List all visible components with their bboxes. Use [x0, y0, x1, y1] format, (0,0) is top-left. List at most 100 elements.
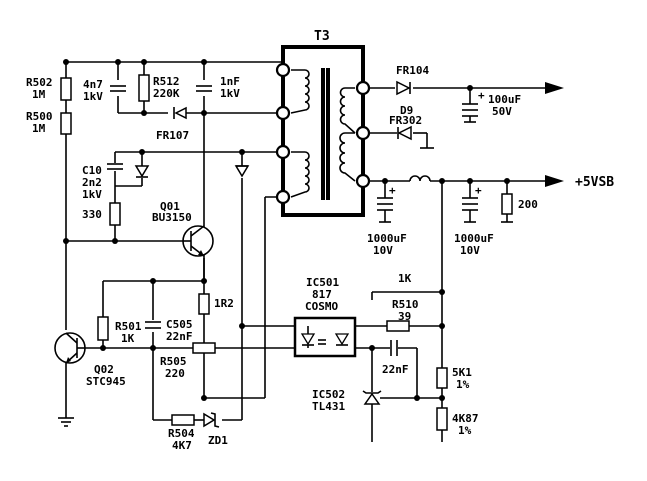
label-5k1-val: 5K1: [452, 366, 472, 379]
diode-fr302: [397, 125, 412, 141]
label-q02-ref: Q02: [94, 363, 114, 376]
label-r505-ref: R505: [160, 355, 187, 368]
label-1nf-val: 1nF: [220, 75, 240, 88]
label-r504-val: 4K7: [172, 439, 192, 452]
label-r502-val: 1M: [32, 88, 46, 101]
label-r500-val: 1M: [32, 122, 46, 135]
label-ic501-part: 817: [312, 288, 332, 301]
label-q02-part: STC945: [86, 375, 126, 388]
t3-pin-6: [355, 125, 371, 141]
capacitor-4n7: [110, 85, 126, 92]
label-r510-val: 39: [398, 310, 411, 323]
label-ic502-ref: IC502: [312, 388, 345, 401]
label-100uf-val: 100uF: [488, 93, 521, 106]
resistor-1r2: [198, 293, 210, 315]
label-1nf-v: 1kV: [220, 87, 240, 100]
capacitor-100uf: +: [462, 89, 485, 123]
label-1k: 1K: [398, 272, 412, 285]
label-4k87-val: 4K87: [452, 412, 479, 425]
label-5k1-tol: 1%: [456, 378, 470, 391]
label-ic501-mfr: COSMO: [305, 300, 338, 313]
label-c10-ref: C10: [82, 164, 102, 177]
label-c10-v: 1kV: [82, 188, 102, 201]
label-r510-ref: R510: [392, 298, 419, 311]
resistor-r502: [60, 77, 72, 101]
resistor-330: [109, 202, 121, 226]
diode-fr107: [173, 106, 187, 120]
label-4n7-val: 4n7: [83, 78, 103, 91]
label-fr302: FR302: [389, 114, 422, 127]
label-zd1: ZD1: [208, 434, 228, 447]
label-22nf: 22nF: [382, 363, 409, 376]
inductor: [409, 175, 431, 182]
t3-pin-2: [275, 105, 291, 121]
label-1r2: 1R2: [214, 297, 234, 310]
transistor-q02: [54, 332, 86, 364]
label-4k87-tol: 1%: [458, 424, 472, 437]
resistor-r500: [60, 112, 72, 135]
label-r505-val: 220: [165, 367, 185, 380]
capacitor-c10: [107, 163, 123, 170]
capacitor-1000uf-b: +: [462, 184, 482, 223]
t3-label: T3: [314, 29, 330, 44]
resistor-r510: [386, 320, 410, 332]
diode-c10: [134, 165, 150, 178]
zener-zd1: [203, 412, 220, 428]
label-1000uf-a-v: 10V: [373, 244, 393, 257]
resistor-4k87: [436, 407, 448, 431]
label-4n7-v: 1kV: [83, 90, 103, 103]
capacitor-1000uf-a: +: [377, 184, 396, 223]
label-r504-ref: R504: [168, 427, 195, 440]
t3-pin-3: [275, 144, 291, 160]
label-r512-ref: R512: [153, 75, 180, 88]
resistor-5k1: [436, 367, 448, 389]
tl431-symbol: [362, 390, 382, 405]
t3-pin-7: [355, 173, 371, 189]
label-5vsb: +5VSB: [575, 175, 614, 190]
label-r501-ref: R501: [115, 320, 142, 333]
t3-pin-4: [275, 189, 291, 205]
label-ic501-ref: IC501: [306, 276, 339, 289]
label-1000uf-b-val: 1000uF: [454, 232, 494, 245]
label-100uf-v: 50V: [492, 105, 512, 118]
component-labels: R502 1M R500 1M 4n7 1kV R512 220K 1nF 1k…: [26, 64, 614, 452]
label-r512-val: 220K: [153, 87, 180, 100]
label-r501-val: 1K: [121, 332, 135, 345]
label-fr107: FR107: [156, 129, 189, 142]
label-q01-ref: Q01: [160, 200, 180, 213]
t3-pin-1: [275, 62, 291, 78]
label-330: 330: [82, 208, 102, 221]
label-1000uf-b-v: 10V: [460, 244, 480, 257]
t3-pin-5: [355, 80, 371, 96]
diode-fr104: [396, 80, 411, 96]
arrow-5vsb-output: [545, 175, 564, 187]
label-ic502-part: TL431: [312, 400, 345, 413]
label-1000uf-a-val: 1000uF: [367, 232, 407, 245]
optocoupler-ic501: [293, 316, 357, 358]
label-c10-val: 2n2: [82, 176, 102, 189]
label-r502-ref: R502: [26, 76, 53, 89]
diode-242: [234, 165, 250, 178]
resistor-r504: [171, 414, 195, 426]
arrow-100uf-output: [545, 82, 564, 94]
label-q01-part: BU3150: [152, 211, 192, 224]
resistor-r512: [138, 74, 150, 102]
label-200: 200: [518, 198, 538, 211]
resistor-200: [501, 193, 513, 215]
resistor-r505: [192, 342, 216, 354]
transistor-q01: [182, 225, 214, 257]
resistor-r501: [97, 316, 109, 341]
plus-sign: +: [478, 89, 485, 102]
label-c505-ref: C505: [166, 318, 193, 331]
plus-sign: +: [475, 184, 482, 197]
label-c505-val: 22nF: [166, 330, 193, 343]
label-r500-ref: R500: [26, 110, 53, 123]
junctions: [63, 59, 510, 401]
capacitor-c505: [145, 321, 161, 329]
capacitor-1nf: [196, 85, 212, 92]
capacitor-22nf: [390, 340, 398, 356]
label-d9: D9: [400, 104, 413, 117]
transformer-t3: T3: [275, 29, 371, 217]
plus-sign: +: [389, 184, 396, 197]
